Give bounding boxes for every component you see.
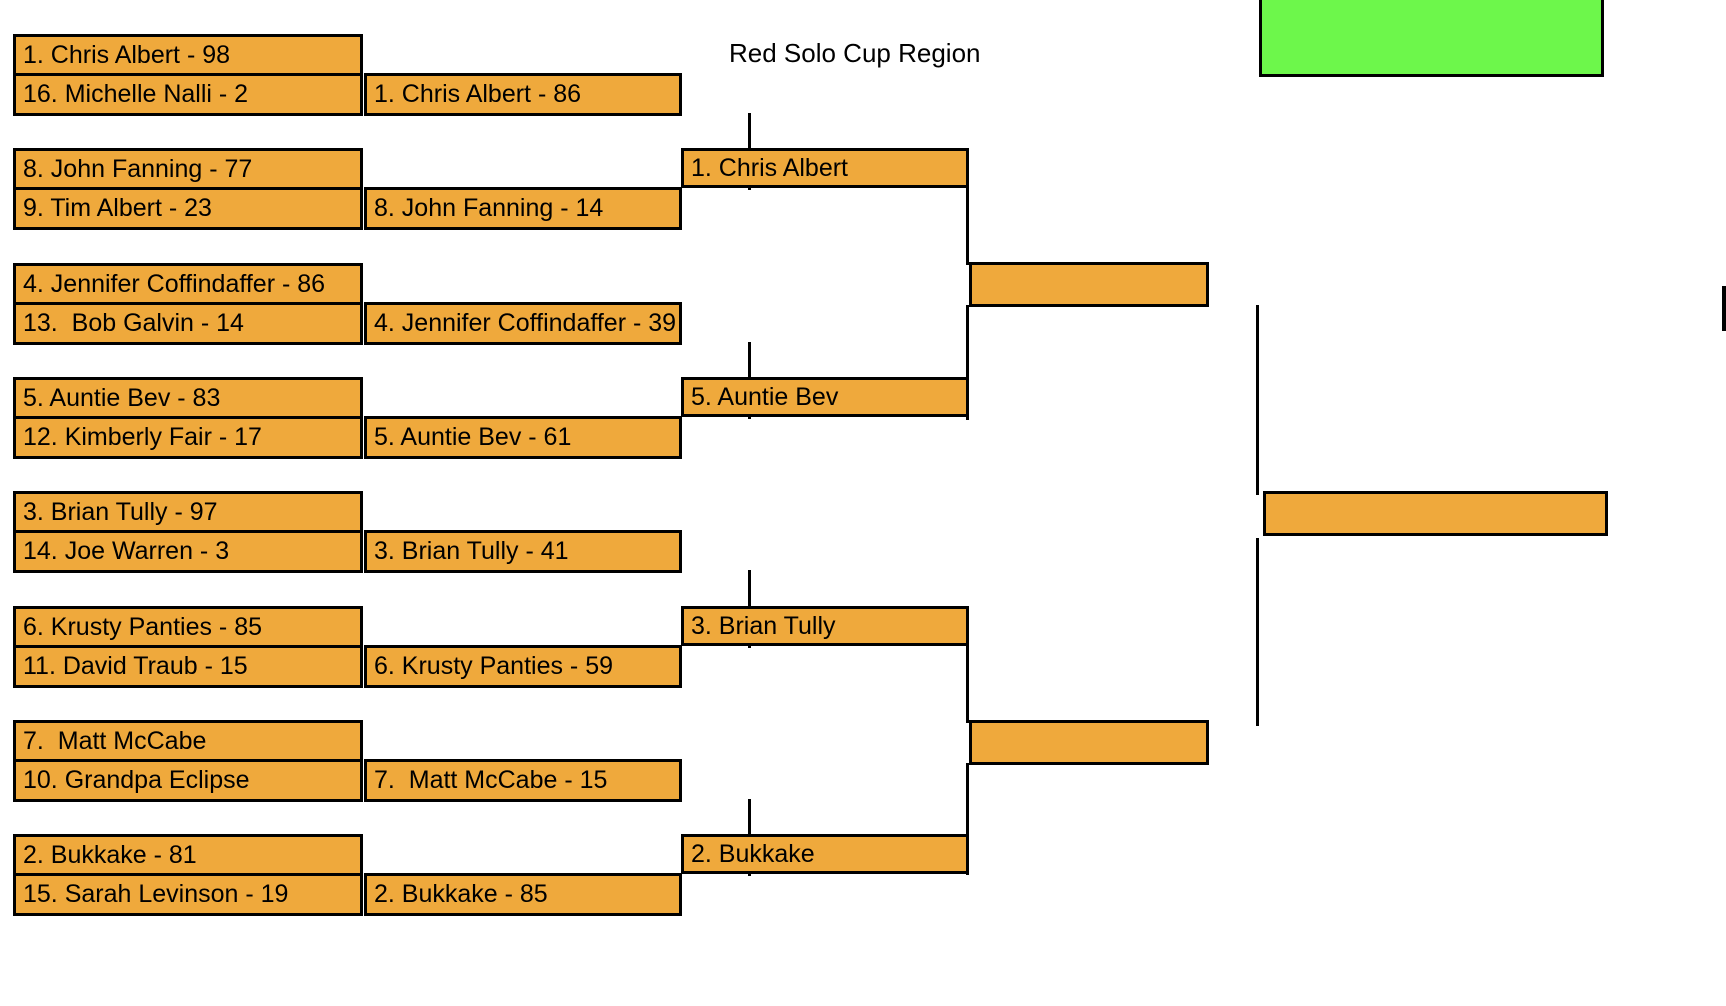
round2-slot-3[interactable]: 4. Jennifer Coffindaffer - 39 — [364, 302, 682, 345]
round1-slot-10-label: 14. Joe Warren - 3 — [23, 537, 230, 565]
round2-slot-7[interactable]: 7. Matt McCabe - 15 — [364, 759, 682, 802]
round1-slot-3[interactable]: 8. John Fanning - 77 — [13, 148, 363, 191]
round3-slot-1[interactable]: 1. Chris Albert — [681, 148, 969, 188]
connector-r4-to-r5-top — [1256, 305, 1259, 495]
round2-slot-6[interactable]: 6. Krusty Panties - 59 — [364, 645, 682, 688]
round1-slot-12[interactable]: 11. David Traub - 15 — [13, 645, 363, 688]
champion-slot[interactable] — [1259, 0, 1604, 77]
round1-slot-15-label: 2. Bukkake - 81 — [23, 841, 197, 869]
round1-slot-6-label: 13. Bob Galvin - 14 — [23, 309, 244, 337]
round1-slot-5[interactable]: 4. Jennifer Coffindaffer - 86 — [13, 263, 363, 306]
round2-slot-8-label: 2. Bukkake - 85 — [374, 880, 548, 908]
connector-r3-to-r4-bot-2 — [966, 763, 969, 875]
round1-slot-11-label: 6. Krusty Panties - 85 — [23, 613, 263, 641]
round1-slot-3-label: 8. John Fanning - 77 — [23, 155, 253, 183]
round1-slot-16[interactable]: 15. Sarah Levinson - 19 — [13, 873, 363, 916]
round4-slot-1[interactable] — [969, 262, 1209, 307]
round2-slot-1-label: 1. Chris Albert - 86 — [374, 80, 582, 108]
round3-slot-2[interactable]: 5. Auntie Bev — [681, 377, 969, 417]
round1-slot-9[interactable]: 3. Brian Tully - 97 — [13, 491, 363, 534]
round2-slot-6-label: 6. Krusty Panties - 59 — [374, 652, 614, 680]
round1-slot-14[interactable]: 10. Grandpa Eclipse — [13, 759, 363, 802]
connector-r3-to-r4-bot-1 — [966, 305, 969, 420]
round4-slot-2[interactable] — [969, 720, 1209, 765]
round3-slot-4-label: 2. Bukkake — [691, 839, 815, 868]
round1-slot-1[interactable]: 1. Chris Albert - 98 — [13, 34, 363, 77]
round2-slot-4-label: 5. Auntie Bev - 61 — [374, 423, 572, 451]
round2-slot-5-label: 3. Brian Tully - 41 — [374, 537, 569, 565]
round1-slot-12-label: 11. David Traub - 15 — [23, 652, 248, 680]
round3-slot-2-label: 5. Auntie Bev — [691, 382, 839, 411]
round2-slot-2[interactable]: 8. John Fanning - 14 — [364, 187, 682, 230]
round3-slot-3-label: 3. Brian Tully — [691, 611, 836, 640]
round1-slot-10[interactable]: 14. Joe Warren - 3 — [13, 530, 363, 573]
round3-slot-4[interactable]: 2. Bukkake — [681, 834, 969, 874]
round1-slot-8[interactable]: 12. Kimberly Fair - 17 — [13, 416, 363, 459]
round1-slot-5-label: 4. Jennifer Coffindaffer - 86 — [23, 270, 326, 298]
round1-slot-13-label: 7. Matt McCabe — [23, 727, 207, 755]
round1-slot-2[interactable]: 16. Michelle Nalli - 2 — [13, 73, 363, 116]
round2-slot-2-label: 8. John Fanning - 14 — [374, 194, 604, 222]
round1-slot-1-label: 1. Chris Albert - 98 — [23, 41, 231, 69]
round1-slot-7-label: 5. Auntie Bev - 83 — [23, 384, 221, 412]
round5-slot-1[interactable] — [1263, 491, 1608, 536]
round1-slot-15[interactable]: 2. Bukkake - 81 — [13, 834, 363, 877]
round1-slot-2-label: 16. Michelle Nalli - 2 — [23, 80, 249, 108]
offscreen-box-edge-fragment — [1722, 286, 1726, 331]
round1-slot-7[interactable]: 5. Auntie Bev - 83 — [13, 377, 363, 420]
round2-slot-8[interactable]: 2. Bukkake - 85 — [364, 873, 682, 916]
round1-slot-4[interactable]: 9. Tim Albert - 23 — [13, 187, 363, 230]
round3-slot-3[interactable]: 3. Brian Tully — [681, 606, 969, 646]
round2-slot-7-label: 7. Matt McCabe - 15 — [374, 766, 608, 794]
round1-slot-14-label: 10. Grandpa Eclipse — [23, 766, 250, 794]
region-title: Red Solo Cup Region — [729, 38, 981, 68]
round2-slot-4[interactable]: 5. Auntie Bev - 61 — [364, 416, 682, 459]
round1-slot-11[interactable]: 6. Krusty Panties - 85 — [13, 606, 363, 649]
round1-slot-6[interactable]: 13. Bob Galvin - 14 — [13, 302, 363, 345]
round1-slot-16-label: 15. Sarah Levinson - 19 — [23, 880, 289, 908]
round2-slot-5[interactable]: 3. Brian Tully - 41 — [364, 530, 682, 573]
round1-slot-13[interactable]: 7. Matt McCabe — [13, 720, 363, 763]
round3-slot-1-label: 1. Chris Albert — [691, 153, 849, 182]
round1-slot-9-label: 3. Brian Tully - 97 — [23, 498, 218, 526]
round1-slot-8-label: 12. Kimberly Fair - 17 — [23, 423, 262, 451]
round2-slot-1[interactable]: 1. Chris Albert - 86 — [364, 73, 682, 116]
connector-r4-to-r5-bot — [1256, 538, 1259, 726]
connector-r3-to-r4-top-1 — [966, 185, 969, 265]
round2-slot-3-label: 4. Jennifer Coffindaffer - 39 — [374, 309, 677, 337]
round1-slot-4-label: 9. Tim Albert - 23 — [23, 194, 212, 222]
connector-r3-to-r4-top-2 — [966, 643, 969, 723]
